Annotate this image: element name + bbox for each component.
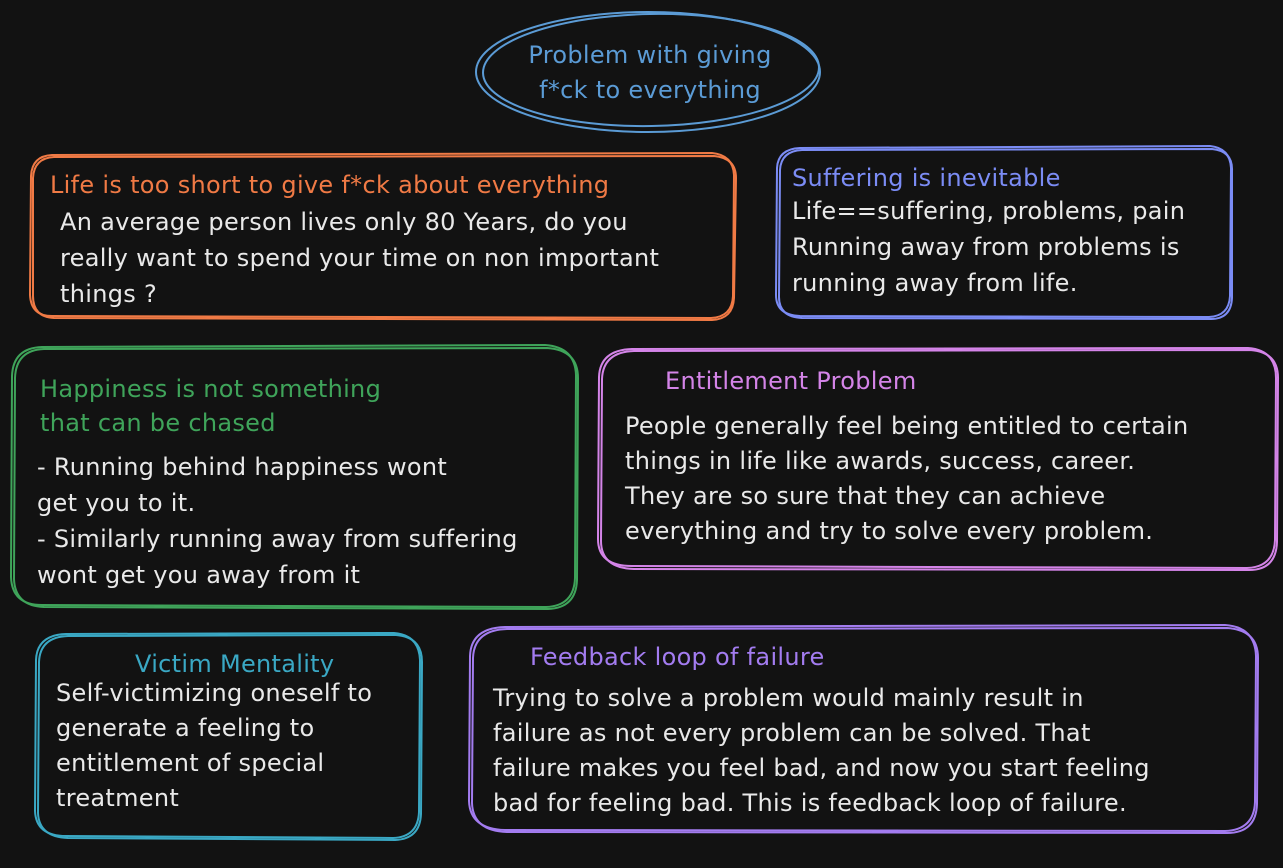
card-title: Happiness is not something that can be c… [40,375,382,437]
card-body: An average person lives only 80 Years, d… [60,208,660,308]
card-title: Entitlement Problem [665,367,917,395]
card-body: Life==suffering, problems, pain Running … [792,197,1186,297]
card-title: Feedback loop of failure [530,643,825,671]
card-title: Victim Mentality [135,650,335,678]
card-body: - Running behind happiness wont get you … [37,453,518,589]
card-body: People generally feel being entitled to … [625,412,1189,545]
root-node-outline [475,11,821,133]
card-outline-entitlement [597,347,1280,571]
card-outline-life-short [29,152,737,321]
card-title: Suffering is inevitable [792,164,1061,192]
root-node-label: Problem with giving f*ck to everything [528,41,772,104]
card-outline-suffering [775,145,1234,320]
card-outline-victim [34,632,423,841]
card-outline-feedback [468,624,1259,834]
card-outline-happiness [10,344,579,610]
card-body: Trying to solve a problem would mainly r… [493,684,1150,817]
card-body: Self-victimizing oneself to generate a f… [56,679,373,812]
card-title: Life is too short to give f*ck about eve… [50,171,610,199]
